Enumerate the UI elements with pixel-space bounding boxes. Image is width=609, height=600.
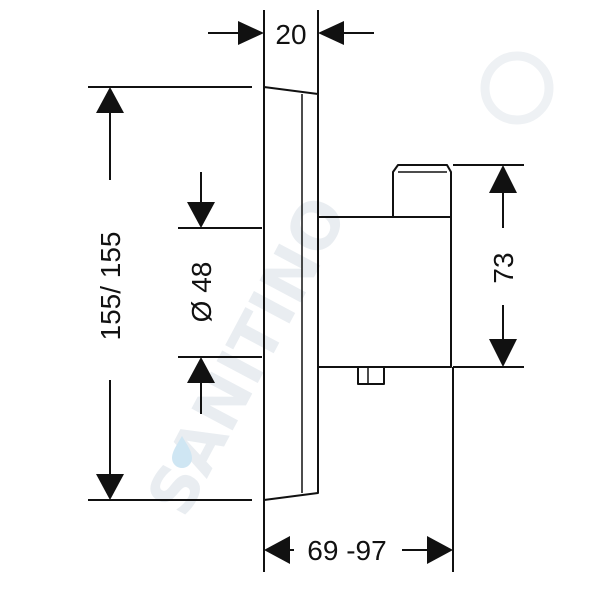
dim-155-arrow-top <box>96 87 124 113</box>
dim-depth-arrow-left <box>264 536 290 564</box>
dim-48-arrow-bottom <box>187 357 215 383</box>
dim-label-height-body: 73 <box>488 252 519 283</box>
dim-label-height-total: 155/ 155 <box>95 232 126 341</box>
dim-label-depth: 69 -97 <box>307 535 386 566</box>
dim-155-arrow-bottom <box>96 474 124 500</box>
front-plate <box>263 86 319 501</box>
dim-label-width-top: 20 <box>275 19 306 50</box>
dim-label-diameter: Ø 48 <box>186 262 217 323</box>
dim-48-arrow-top <box>187 202 215 228</box>
dim-20-arrow-left <box>238 21 264 45</box>
watermark-drop-icon <box>172 436 192 468</box>
watermark-ring-icon <box>480 51 554 125</box>
dim-20-arrow-right <box>318 21 344 45</box>
dim-73-arrow-top <box>489 165 517 193</box>
dim-73-arrow-bottom <box>489 339 517 367</box>
bottom-nut <box>357 366 385 385</box>
dim-depth-arrow-right <box>427 536 453 564</box>
top-connector <box>392 164 452 217</box>
